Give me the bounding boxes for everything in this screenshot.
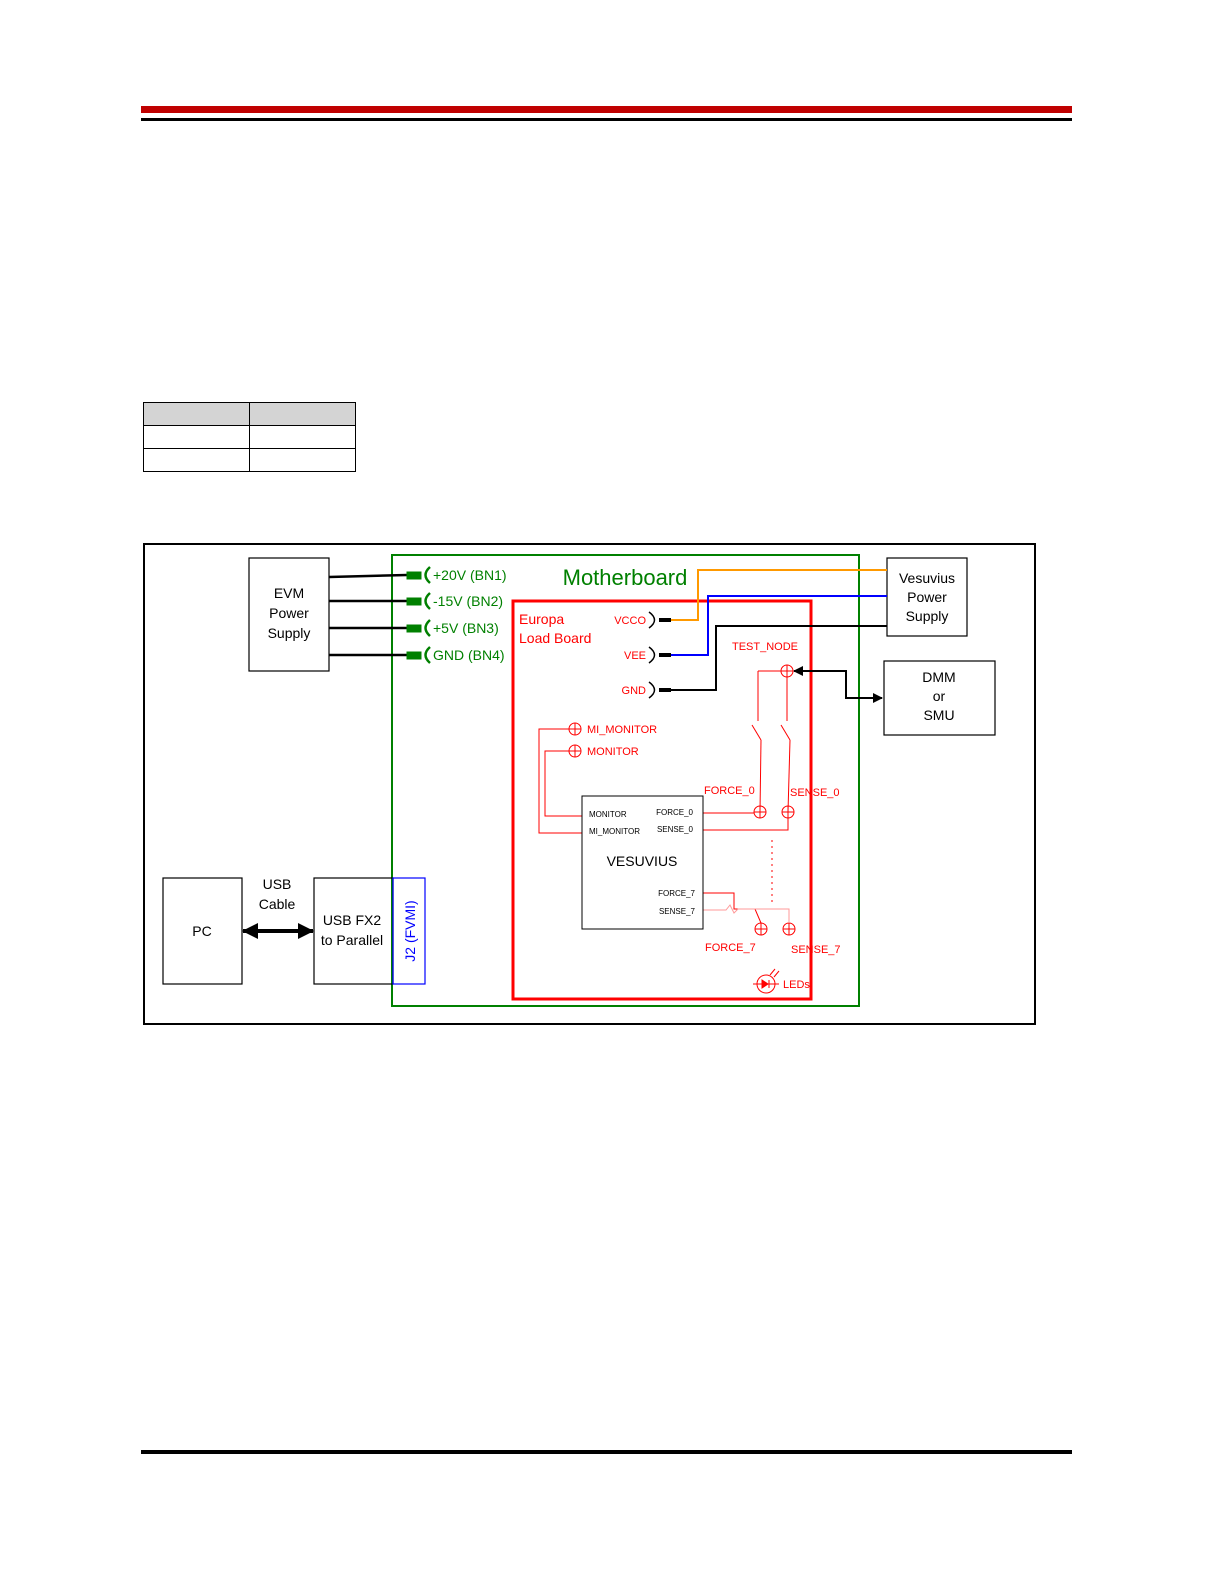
bn2-label: -15V (BN2) [433, 593, 503, 609]
mi-monitor-testpoint-label: MI_MONITOR [587, 724, 657, 736]
blank-table [143, 402, 356, 472]
evm-power-supply-line3: Supply [268, 625, 311, 641]
table-cell [249, 402, 356, 426]
supply-pin-connectors [648, 611, 671, 699]
leds-label: LEDs [783, 979, 810, 991]
chip-pin-force0: FORCE_0 [656, 808, 693, 817]
vesuvius-power-supply-line2: Power [907, 589, 947, 605]
sense0-testpoint-label: SENSE_0 [790, 787, 840, 799]
vee-pin-label: VEE [624, 650, 646, 662]
vesuvius-chip [581, 795, 704, 930]
banana-jack-icon [406, 597, 422, 606]
motherboard-outline [391, 554, 860, 1007]
usb-fx2-line2: to Parallel [321, 932, 383, 948]
dmm-line3: SMU [923, 707, 954, 723]
table-cell [249, 425, 356, 449]
dmm-line2: or [933, 688, 946, 704]
dmm-line1: DMM [922, 669, 955, 685]
banana-jack-icon [406, 571, 422, 580]
j2-connector [392, 877, 426, 985]
evm-power-supply-line1: EVM [274, 585, 304, 601]
test-point-icon [780, 664, 794, 678]
table-header-row [143, 402, 356, 426]
vesuvius-power-supply-line3: Supply [906, 608, 949, 624]
load-board-outline [511, 599, 813, 1001]
table-row [143, 448, 356, 472]
test-node-label: TEST_NODE [732, 641, 798, 653]
vesuvius-power-supply-line1: Vesuvius [899, 570, 955, 586]
chip-pin-sense7: SENSE_7 [659, 907, 696, 916]
led-icon [753, 968, 780, 994]
usb-cable-line2: Cable [259, 896, 296, 912]
header-red-rule [141, 106, 1072, 113]
pc-label: PC [192, 923, 211, 939]
gnd-pin-label: GND [622, 685, 647, 697]
test-point-icon [568, 744, 582, 758]
force0-testpoint-label: FORCE_0 [704, 785, 755, 797]
footer-black-rule [141, 1450, 1072, 1454]
bn1-label: +20V (BN1) [433, 567, 507, 583]
load-board-label-line1: Europa [519, 611, 564, 627]
table-cell [249, 448, 356, 472]
usb-cable-line1: USB [263, 876, 292, 892]
chip-pin-monitor: MONITOR [589, 810, 627, 819]
test-points [568, 664, 796, 936]
switch-network [751, 670, 791, 905]
table-cell [143, 402, 250, 426]
supply-pin-icon [648, 681, 656, 699]
usb-fx2-line1: USB FX2 [323, 912, 382, 928]
banana-jacks [406, 566, 431, 664]
bn4-label: GND (BN4) [433, 647, 505, 663]
chip-pin-mi-monitor: MI_MONITOR [589, 827, 640, 836]
vee-wire [671, 595, 887, 656]
banana-jack-icon [406, 651, 422, 660]
banana-jack-icon [406, 624, 422, 633]
dmm-smu-box [883, 660, 996, 736]
test-point-icon [782, 922, 796, 936]
chip-pin-sense0: SENSE_0 [657, 825, 694, 834]
vcco-wire [671, 569, 887, 621]
test-node-to-dmm-wire [793, 666, 883, 703]
test-point-icon [781, 805, 795, 819]
supply-pin-icon [648, 611, 656, 629]
j2-connector-label: J2 (FVMI) [402, 900, 418, 961]
test-point-icon [754, 922, 768, 936]
chip-pin-force7: FORCE_7 [658, 889, 695, 898]
gnd-wire [671, 625, 887, 691]
monitor-testpoint-label: MONITOR [587, 746, 639, 758]
sense7-testpoint-label: SENSE_7 [791, 944, 841, 956]
bn3-label: +5V (BN3) [433, 620, 499, 636]
load-board-label-line2: Load Board [519, 630, 591, 646]
evm-power-supply-box [248, 557, 330, 672]
vcco-pin-label: VCCO [614, 615, 646, 627]
vesuvius-chip-label: VESUVIUS [607, 853, 678, 869]
evm-supply-wires [328, 573, 408, 657]
force7-testpoint-label: FORCE_7 [705, 942, 756, 954]
evm-power-supply-line2: Power [269, 605, 309, 621]
supply-pin-icon [648, 646, 656, 664]
header-black-rule [141, 118, 1072, 121]
diagram-frame [143, 543, 1036, 1025]
test-point-icon [753, 805, 767, 819]
motherboard-title: Motherboard [563, 565, 688, 590]
usb-fx2-box [313, 877, 394, 985]
monitor-wires [538, 728, 790, 924]
test-point-icon [568, 722, 582, 736]
